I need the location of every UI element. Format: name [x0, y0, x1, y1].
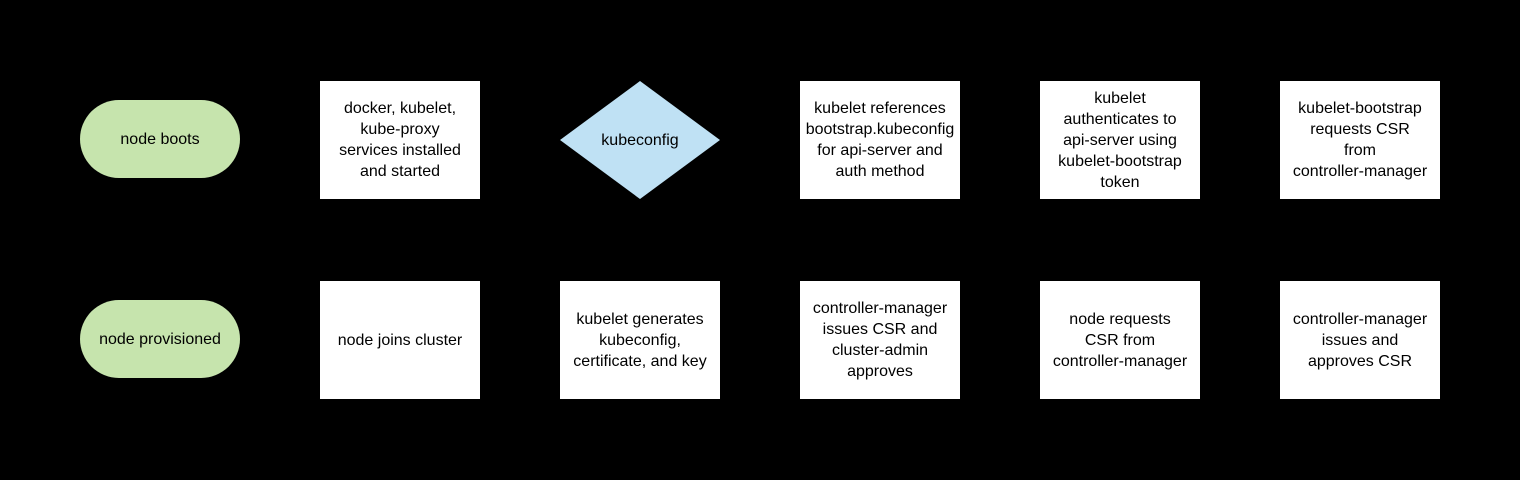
process-node-requests-csr: node requests CSR from controller-manage… [1040, 281, 1200, 399]
process-kubelet-bootstrap-requests-csr: kubelet-bootstrap requests CSR from cont… [1280, 81, 1440, 199]
process-kubelet-authenticates: kubelet authenticates to api-server usin… [1040, 81, 1200, 199]
process-kubelet-generates-kubeconfig: kubelet generates kubeconfig, certificat… [560, 281, 720, 399]
process-controller-manager-issues-csr-admin-approves: controller-manager issues CSR and cluste… [800, 281, 960, 399]
node-label: kubelet references bootstrap.kubeconfig … [805, 100, 955, 180]
node-label: node provisioned [99, 330, 221, 348]
node-label: node joins cluster [337, 331, 463, 349]
node-label: kubelet generates kubeconfig, certificat… [573, 310, 707, 370]
terminator-node-boots: node boots [80, 100, 240, 178]
decision-kubeconfig: kubeconfig [560, 81, 720, 199]
process-kubelet-references-bootstrap: kubelet references bootstrap.kubeconfig … [800, 81, 960, 199]
node-label: kubelet-bootstrap requests CSR from cont… [1292, 100, 1428, 180]
node-label: node boots [120, 130, 200, 148]
process-node-joins-cluster: node joins cluster [320, 281, 480, 399]
node-label: docker, kubelet, kube-proxy services ins… [339, 100, 461, 180]
node-label: kubeconfig [601, 131, 679, 149]
node-label: controller-manager issues and approves C… [1292, 310, 1428, 370]
node-label: kubelet authenticates to api-server usin… [1058, 89, 1182, 191]
process-controller-manager-issues-approves-csr: controller-manager issues and approves C… [1280, 281, 1440, 399]
node-label: controller-manager issues CSR and cluste… [812, 300, 948, 380]
node-label: node requests CSR from controller-manage… [1052, 310, 1188, 370]
process-services-installed: docker, kubelet, kube-proxy services ins… [320, 81, 480, 199]
terminator-node-provisioned: node provisioned [80, 300, 240, 378]
